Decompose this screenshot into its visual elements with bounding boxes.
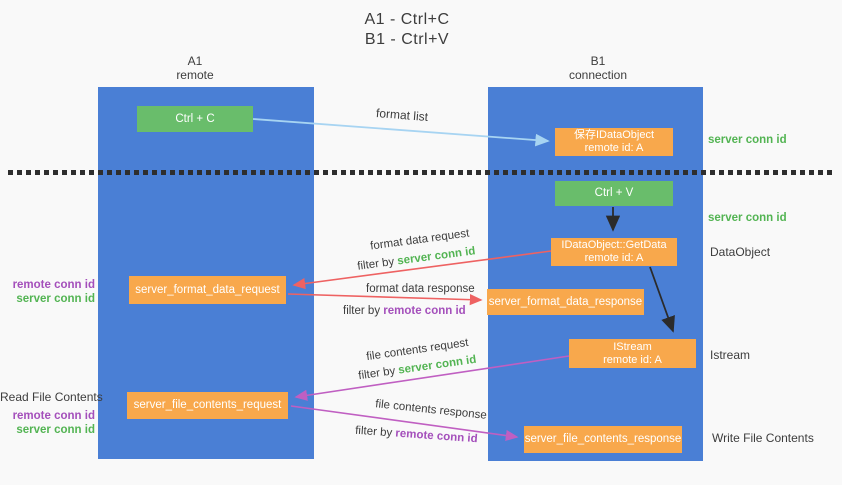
ctrl-c-label: Ctrl + C (175, 112, 215, 125)
lane-header-b1: B1 connection (538, 54, 658, 82)
title-line-2: B1 - Ctrl+V (364, 31, 450, 48)
node-server-format-data-request: server_format_data_request (129, 276, 286, 304)
lane-header-a1: A1 remote (135, 54, 255, 82)
label-read-file-contents: Read File Contents (0, 390, 103, 404)
label-format-data-response: format data response (366, 283, 475, 295)
arrow-file-contents-request (294, 355, 570, 401)
istream-line1: IStream (613, 340, 652, 353)
label-paste-server-conn-id: server conn id (708, 212, 787, 224)
getdata-line1: IDataObject::GetData (561, 239, 667, 251)
lane-b1-subtitle: connection (568, 68, 628, 82)
format-request-label: server_format_data_request (135, 283, 280, 296)
arrow-getdata-to-istream (649, 266, 675, 333)
arrow-file-contents-response (290, 405, 519, 442)
filter-prefix: filter by (343, 305, 384, 317)
node-istream: IStream remote id: A (569, 339, 696, 368)
lane-a1-subtitle: remote (176, 68, 214, 82)
label-format-server-conn-id: server conn id (16, 293, 95, 305)
getdata-line2: remote id: A (584, 252, 644, 264)
label-dataobject: DataObject (710, 245, 771, 259)
title-line-1: A1 - Ctrl+C (364, 11, 450, 28)
save-dataobject-line2: remote id: A (584, 142, 644, 154)
arrow-format-data-request (292, 250, 552, 290)
node-ctrl-c: Ctrl + C (137, 106, 253, 132)
ctrl-v-label: Ctrl + V (594, 187, 634, 199)
node-idataobject-getdata: IDataObject::GetData remote id: A (551, 238, 677, 266)
node-server-file-contents-response: server_file_contents_response (524, 426, 682, 453)
lane-a1-name: A1 (187, 54, 203, 68)
format-response-label: server_format_data_response (488, 295, 643, 308)
save-dataobject-line1: 保存IDataObject (573, 129, 655, 141)
label-file-server-conn-id: server conn id (16, 424, 95, 436)
node-ctrl-v: Ctrl + V (555, 181, 673, 206)
filter-prefix: filter by (354, 424, 396, 440)
label-filter-format-response: filter by remote conn id (343, 305, 466, 318)
label-format-remote-conn-id: remote conn id (12, 279, 95, 291)
node-server-format-data-response: server_format_data_response (487, 289, 644, 315)
file-response-label: server_file_contents_response (524, 433, 682, 445)
filter-key-remote-conn-id: remote conn id (383, 305, 466, 317)
node-save-dataobject: 保存IDataObject remote id: A (555, 128, 673, 156)
diagram-title: A1 - Ctrl+C B1 - Ctrl+V (327, 10, 487, 50)
label-save-server-conn-id: server conn id (708, 134, 787, 146)
node-server-file-contents-request: server_file_contents_request (127, 392, 288, 419)
istream-line2: remote id: A (603, 353, 662, 366)
label-istream: Istream (710, 348, 751, 362)
label-file-remote-conn-id: remote conn id (12, 410, 95, 422)
file-request-label: server_file_contents_request (133, 399, 282, 411)
label-write-file-contents: Write File Contents (712, 431, 814, 445)
lane-b1-name: B1 (590, 54, 606, 68)
arrow-format-list (252, 118, 550, 147)
arrow-format-data-response (287, 293, 483, 306)
dotted-separator (8, 170, 836, 175)
